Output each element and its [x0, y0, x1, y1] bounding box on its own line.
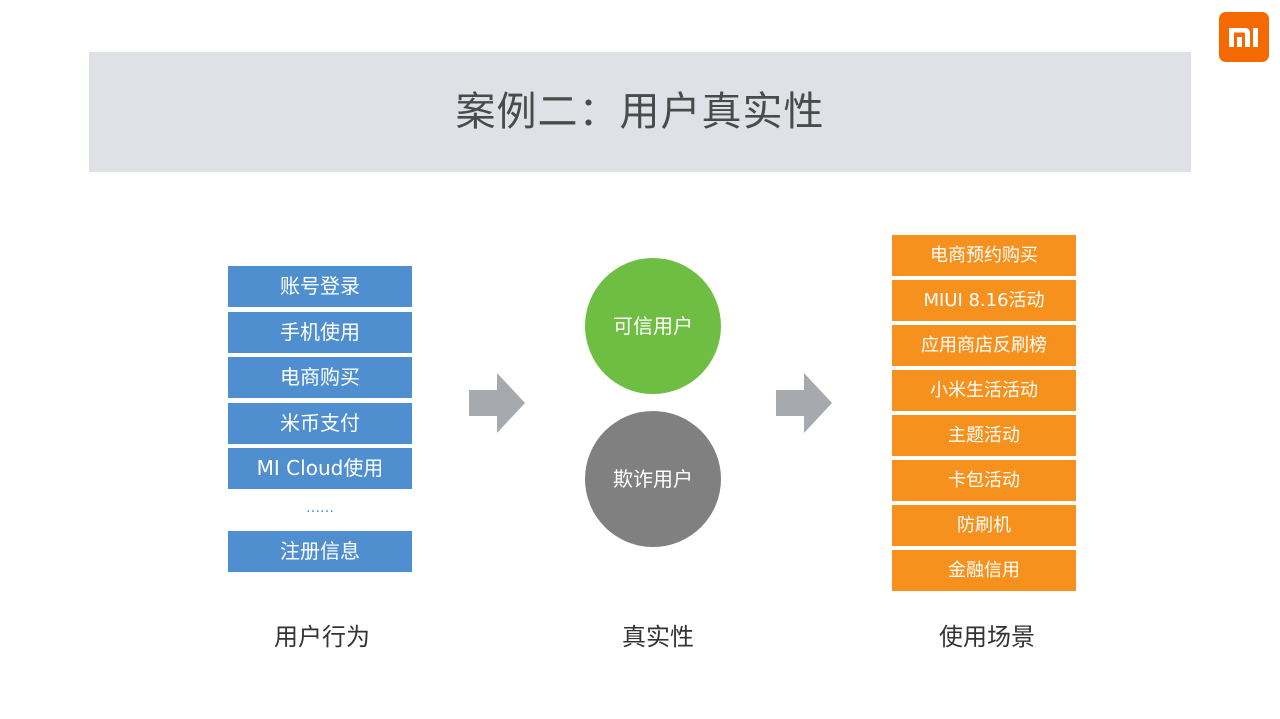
authenticity-column-label: 真实性: [622, 623, 694, 651]
page-title: 案例二：用户真实性: [455, 89, 825, 135]
scenario-item: 应用商店反刷榜: [892, 325, 1076, 366]
right-arrow-icon: [469, 373, 525, 433]
behavior-item: 注册信息: [228, 531, 412, 572]
behavior-item: 手机使用: [228, 312, 412, 353]
scenario-item: 金融信用: [892, 550, 1076, 591]
mi-logo-icon: [1219, 12, 1269, 62]
fraud-user-circle: 欺诈用户: [585, 411, 721, 547]
title-bar: 案例二：用户真实性: [89, 52, 1191, 172]
behavior-item: 米币支付: [228, 403, 412, 444]
trusted-user-circle: 可信用户: [585, 258, 721, 394]
scenario-item: 卡包活动: [892, 460, 1076, 501]
scenario-item: 电商预约购买: [892, 235, 1076, 276]
scenario-item: 主题活动: [892, 415, 1076, 456]
scenario-item: 小米生活活动: [892, 370, 1076, 411]
scenario-item: 防刷机: [892, 505, 1076, 546]
behavior-ellipsis: ……: [306, 500, 334, 516]
behavior-column-label: 用户行为: [274, 623, 370, 651]
behavior-item: MI Cloud使用: [228, 448, 412, 489]
scenario-item: MIUI 8.16活动: [892, 280, 1076, 321]
scenario-column-label: 使用场景: [939, 623, 1035, 651]
right-arrow-icon: [776, 373, 832, 433]
behavior-item: 电商购买: [228, 357, 412, 398]
behavior-item: 账号登录: [228, 266, 412, 307]
